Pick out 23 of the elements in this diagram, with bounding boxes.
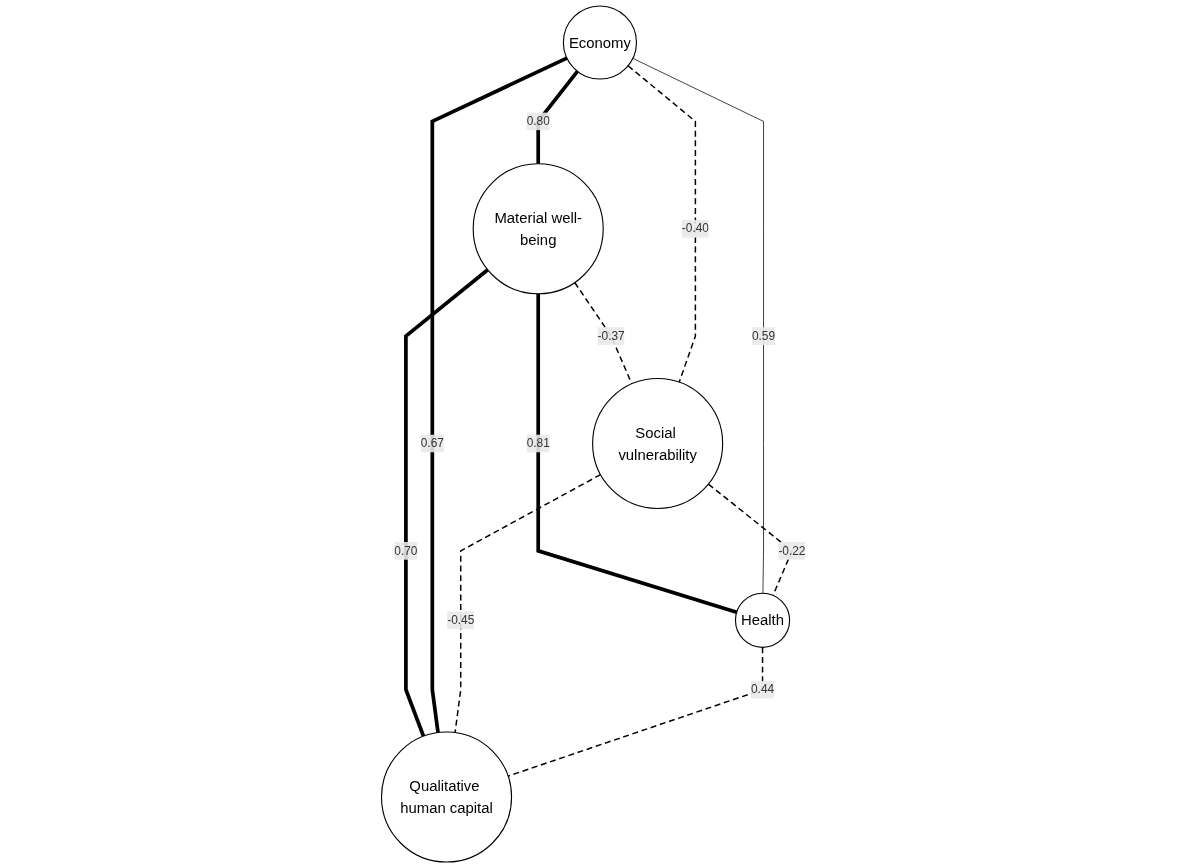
connector: [507, 646, 764, 777]
connector: [632, 58, 764, 594]
edge-label: 0.70: [394, 544, 418, 557]
node-circle: Qualitative human capital: [380, 731, 513, 863]
node-circle: Social vulnerability: [592, 377, 724, 510]
edge-label: -0.22: [778, 544, 806, 557]
node-circle: Economy: [562, 5, 638, 80]
edge-label: -0.37: [597, 329, 625, 343]
edge-label: 0.81: [526, 436, 550, 450]
edge-label: -0.40: [681, 222, 709, 235]
edge-label: 0.44: [750, 682, 775, 696]
connector: [536, 70, 579, 164]
node-circle: Health: [734, 592, 791, 648]
connector: [430, 56, 568, 733]
connector: [627, 65, 697, 383]
edge-label: -0.45: [447, 613, 475, 627]
edge-label: 0.80: [526, 114, 550, 128]
edge-label: 0.59: [751, 329, 776, 343]
connector: [536, 293, 738, 615]
edge-label: 0.67: [420, 436, 444, 450]
connector: [404, 268, 489, 737]
node-circle: Material well-being: [472, 163, 604, 295]
connector: [454, 473, 602, 734]
